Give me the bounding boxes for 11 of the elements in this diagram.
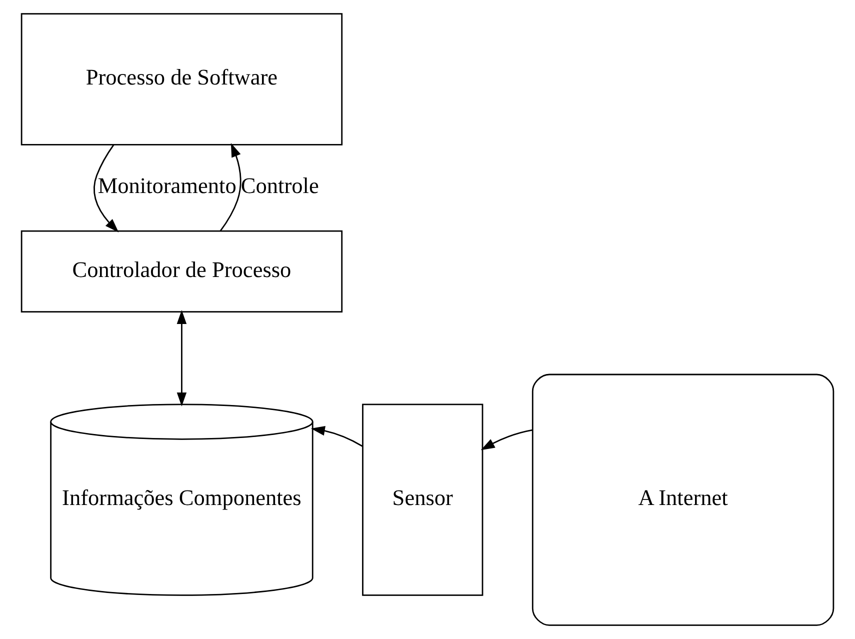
arrow: [310, 426, 364, 447]
node-box: Sensor: [362, 404, 484, 596]
node-box: Processo de Software: [20, 13, 343, 146]
edge-label: Monitoramento: [98, 173, 236, 198]
node-box: A Internet: [532, 374, 834, 626]
arrow: [220, 143, 242, 232]
arrow: [94, 144, 119, 232]
arrow: [176, 310, 187, 406]
edge-label: Controle: [240, 173, 319, 198]
node-box: Controlador de Processo: [20, 230, 343, 313]
arrow: [480, 429, 532, 450]
